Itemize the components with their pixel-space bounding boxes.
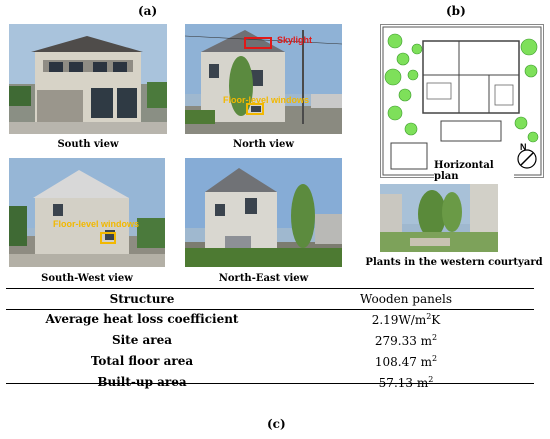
- spec-key: Average heat loss coefficient: [45, 311, 239, 326]
- horizontal-plan-caption: Horizontal plan: [434, 160, 514, 182]
- south-west-view-photo: [9, 158, 165, 267]
- courtyard-caption: Plants in the western courtyard: [365, 257, 543, 268]
- north-east-view-photo: [185, 158, 342, 267]
- table-header-rule: [6, 309, 534, 310]
- north-view-photo: [185, 24, 342, 134]
- building-specs-table: Structure Wooden panels Average heat los…: [6, 290, 534, 392]
- south-west-floor-windows-annotation: Floor-level windows: [53, 219, 140, 229]
- spec-key: Site area: [111, 332, 173, 347]
- south-west-view-caption: South-West view: [41, 273, 133, 284]
- spec-key: Structure: [109, 292, 175, 306]
- spec-key: Built-up area: [97, 374, 187, 389]
- table-row: Site area 279.33 m2: [6, 329, 534, 350]
- table-row: Built-up area 57.13 m2: [6, 371, 534, 392]
- table-row: Structure Wooden panels: [6, 290, 534, 308]
- spec-value: 108.47 m2: [374, 354, 438, 369]
- horizontal-plan-drawing: [380, 24, 544, 178]
- table-row: Total floor area 108.47 m2: [6, 350, 534, 371]
- panel-label-c: (c): [267, 417, 286, 431]
- table-bottom-rule: [6, 383, 534, 384]
- spec-value: Wooden panels: [360, 292, 452, 306]
- table-row: Average heat loss coefficient 2.19W/m2K: [6, 308, 534, 329]
- north-east-view-caption: North-East view: [218, 273, 309, 284]
- south-view-photo: [9, 24, 167, 134]
- panel-label-a: (a): [138, 4, 158, 18]
- spec-value: 57.13 m2: [378, 375, 434, 390]
- spec-key: Total floor area: [90, 353, 194, 368]
- compass-north-label: N: [520, 142, 527, 152]
- north-view-caption: North view: [232, 139, 295, 150]
- courtyard-photo: [380, 184, 498, 252]
- south-view-caption: South view: [57, 139, 119, 150]
- north-floor-windows-annotation: Floor-level windows: [223, 95, 310, 105]
- skylight-annotation: Skylight: [277, 35, 313, 45]
- spec-value: 279.33 m2: [374, 333, 438, 348]
- table-top-rule: [6, 288, 534, 289]
- panel-label-b: (b): [446, 4, 466, 18]
- spec-value: 2.19W/m2K: [371, 312, 441, 327]
